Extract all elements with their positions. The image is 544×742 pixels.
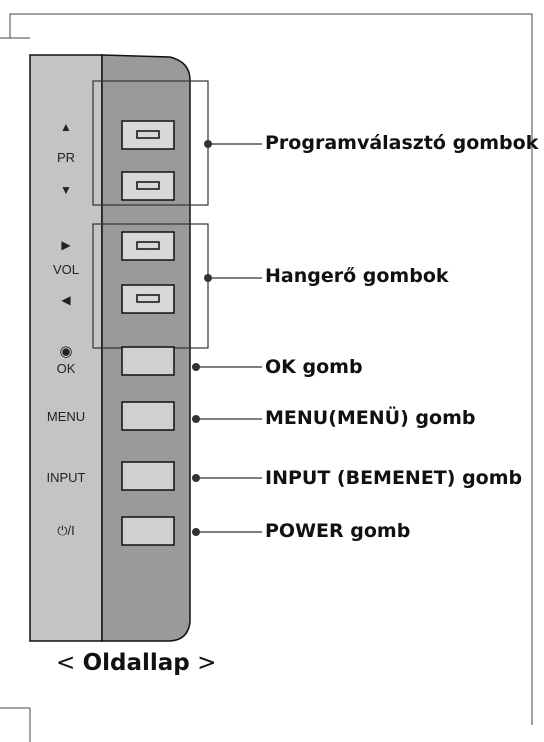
ok-button[interactable]: [121, 346, 175, 376]
ok-dot-icon: ◉: [59, 343, 73, 360]
pr-up-arrow-icon: ▲: [60, 120, 72, 134]
vol-up-button[interactable]: [121, 231, 175, 261]
menu-button[interactable]: [121, 401, 175, 431]
caption-text: Oldallap: [82, 650, 190, 676]
ok-button-callout: OK gomb: [265, 356, 363, 378]
caption-open: <: [56, 650, 83, 676]
input-button-callout: INPUT (BEMENET) gomb: [265, 467, 523, 489]
side-panel-left: [29, 54, 103, 642]
leader-input: [192, 474, 262, 482]
power-button-callout: POWER gomb: [265, 520, 411, 542]
leader-power: [192, 528, 262, 536]
input-button[interactable]: [121, 461, 175, 491]
pr-label: PR: [56, 150, 76, 165]
menu-label: MENU: [46, 409, 86, 424]
vol-right-arrow-icon: ▶: [61, 238, 71, 252]
input-label: INPUT: [46, 470, 86, 485]
leader-ok: [192, 363, 262, 371]
leader-volume: [204, 274, 262, 282]
program-buttons-callout: Programválasztó gombok: [265, 132, 539, 154]
power-button[interactable]: [121, 516, 175, 546]
caption-close: >: [189, 650, 217, 676]
pr-up-button[interactable]: [121, 120, 175, 150]
figure-caption: < Oldallap >: [56, 650, 216, 676]
power-label: ⏻/I: [57, 523, 75, 538]
leader-program: [204, 140, 262, 148]
ok-label: OK: [56, 361, 76, 376]
volume-buttons-callout: Hangerő gombok: [265, 265, 449, 287]
vol-left-arrow-icon: ◀: [61, 293, 71, 307]
menu-button-callout: MENU(MENÜ) gomb: [265, 407, 476, 429]
leader-menu: [192, 415, 262, 423]
page-frame: [9, 13, 533, 725]
vol-down-button[interactable]: [121, 284, 175, 314]
pr-down-arrow-icon: ▼: [60, 183, 72, 197]
vol-label: VOL: [52, 262, 79, 277]
pr-down-button[interactable]: [121, 171, 175, 201]
